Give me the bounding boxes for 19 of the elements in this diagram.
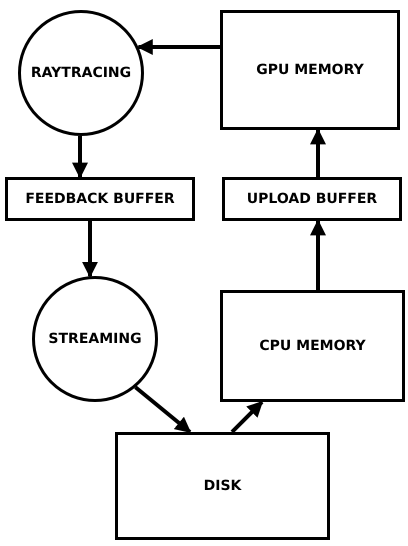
arrow: [72, 136, 88, 179]
arrow: [136, 39, 220, 55]
arrow: [310, 128, 326, 177]
process-box: [222, 177, 402, 221]
node-label: GPU MEMORY: [256, 62, 364, 78]
node-label: UPLOAD BUFFER: [246, 191, 378, 207]
arrow: [310, 219, 326, 290]
process-box: [5, 177, 195, 221]
arrow: [82, 221, 98, 278]
node-label: CPU MEMORY: [259, 338, 366, 354]
process-box: [220, 10, 400, 130]
node-label: RAYTRACING: [30, 65, 132, 81]
node-label: DISK: [204, 478, 242, 494]
arrow: [134, 386, 192, 434]
process-box: [220, 290, 405, 402]
arrow: [230, 400, 264, 434]
node-label: FEEDBACK BUFFER: [25, 191, 175, 207]
process-box: [115, 432, 330, 540]
node-label: STREAMING: [48, 331, 142, 347]
